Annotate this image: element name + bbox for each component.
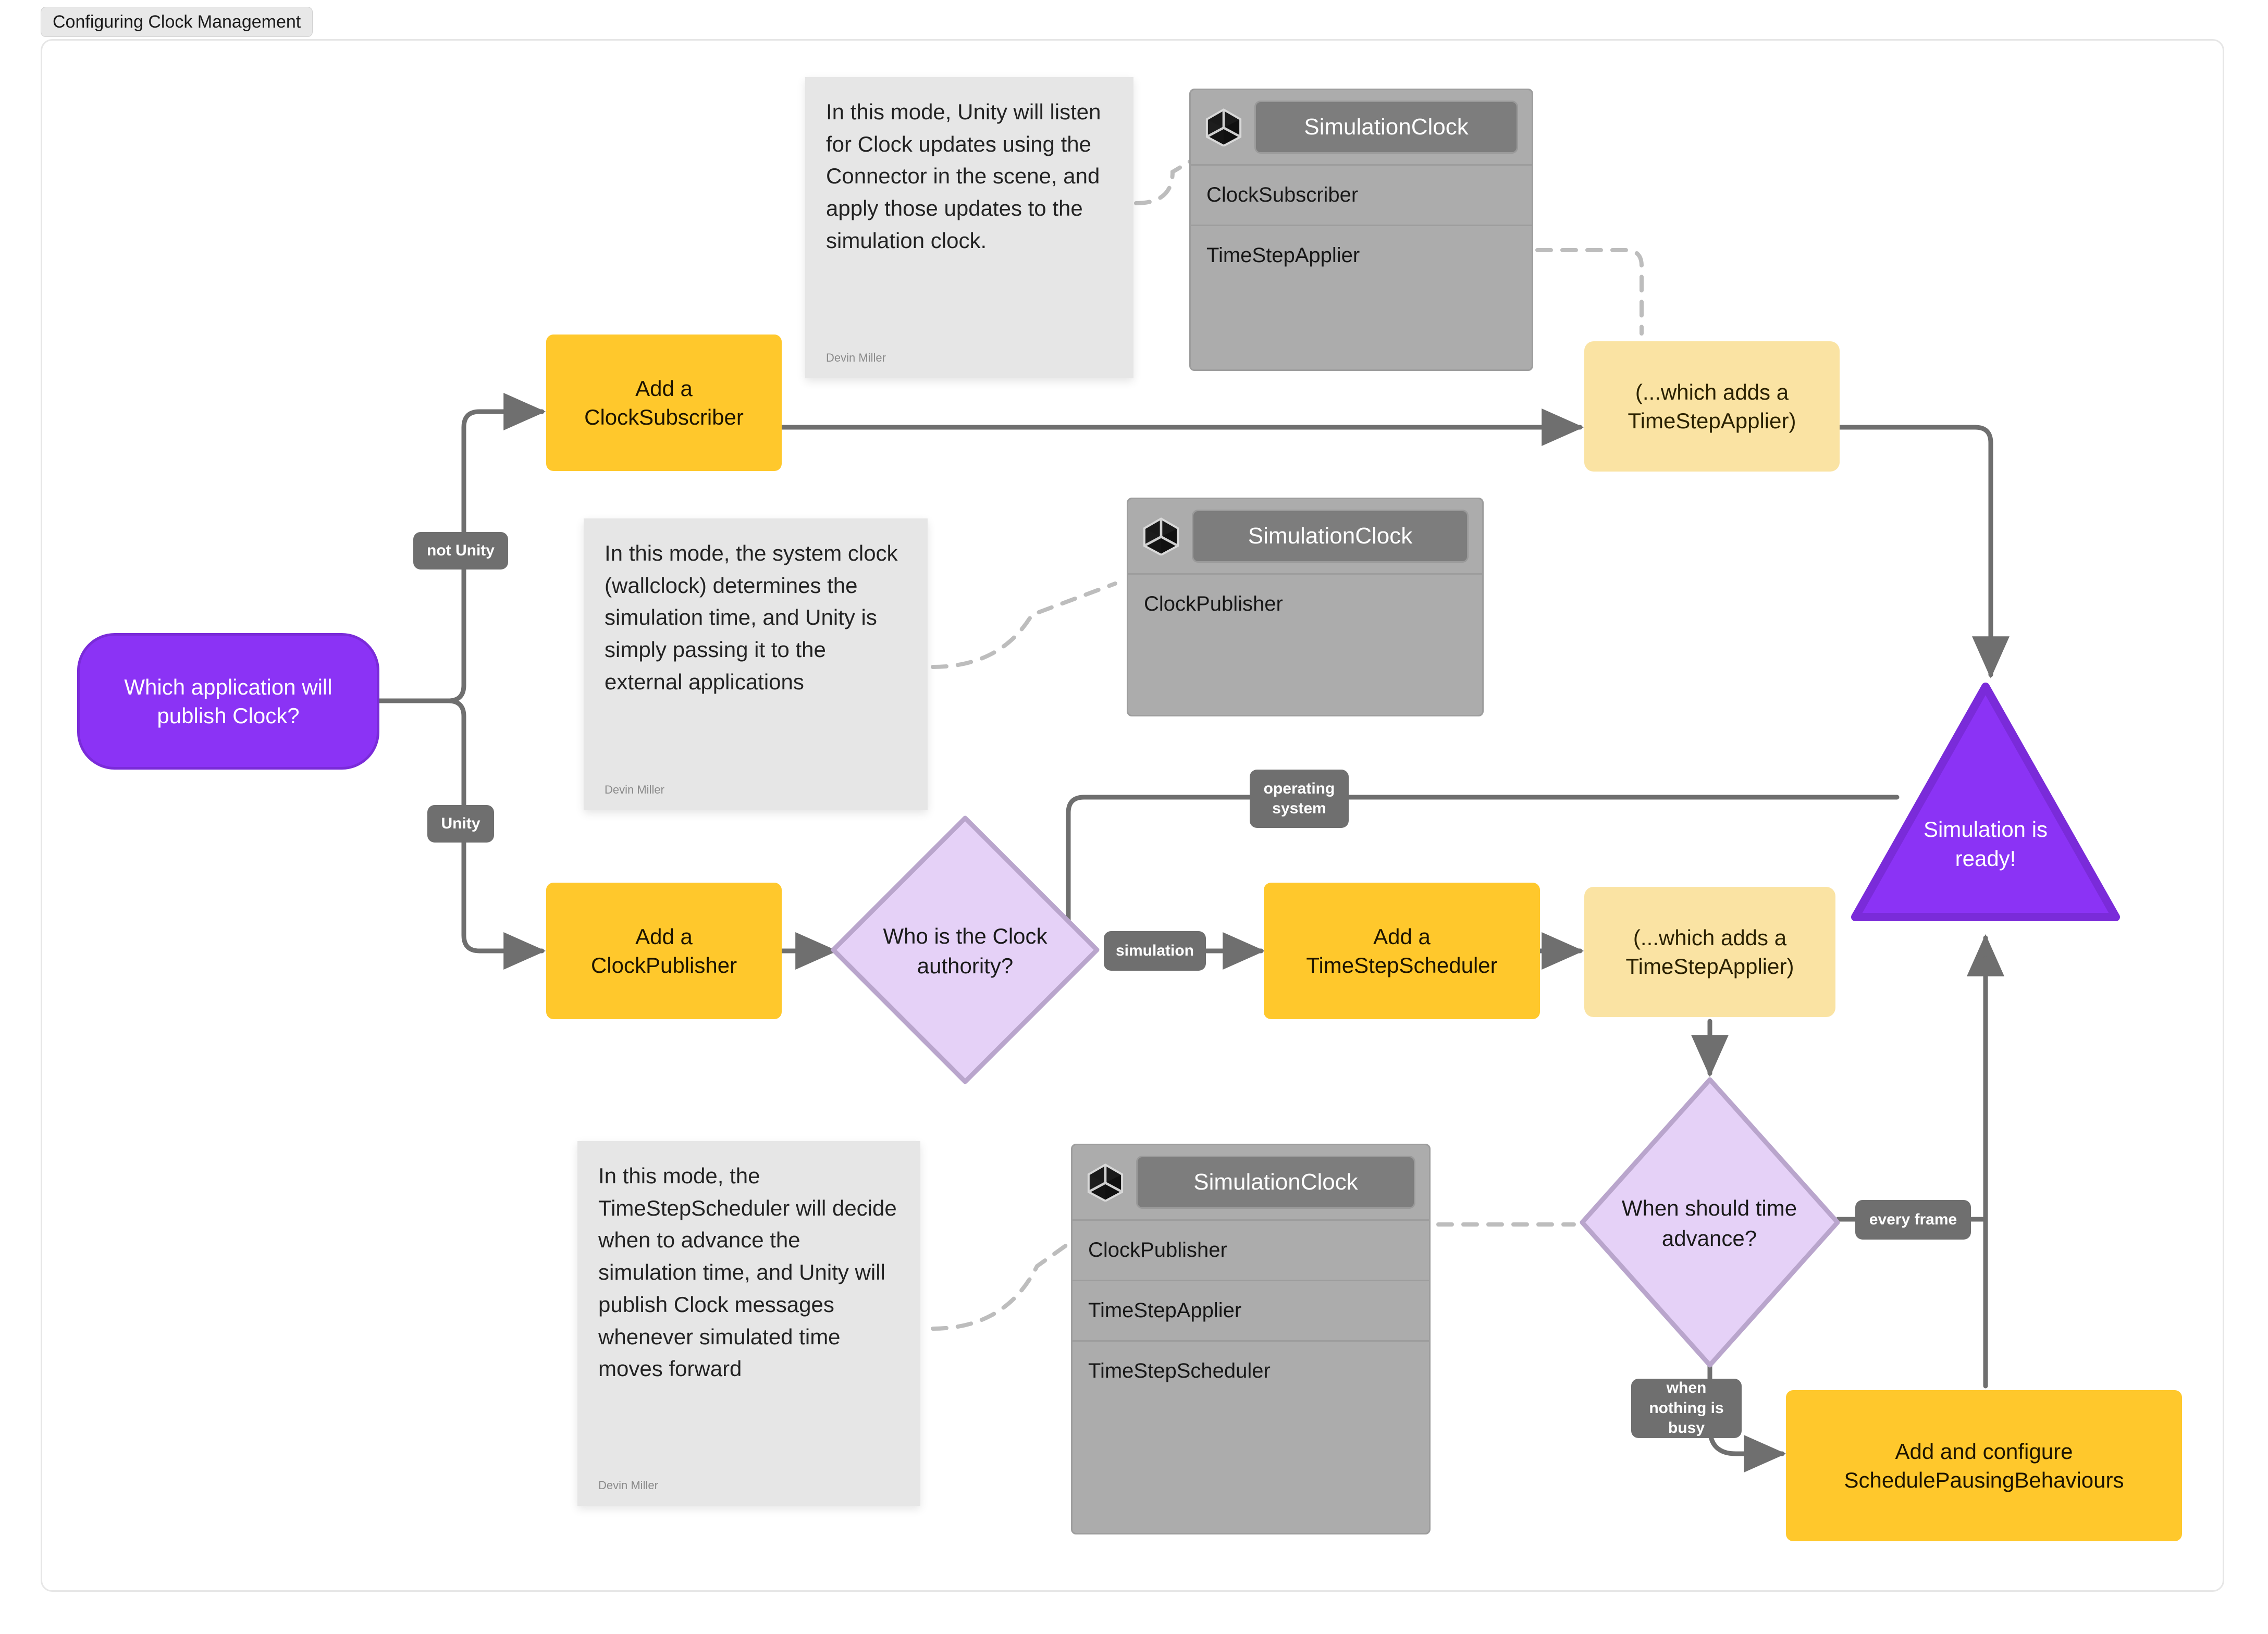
node-add-clockpublisher[interactable]: Add a ClockPublisher xyxy=(546,883,782,1019)
card-header: SimulationClock xyxy=(1128,499,1482,575)
node-simulation-ready[interactable]: Simulation is ready! xyxy=(1923,816,2048,871)
sticky-note-author: Devin Miller xyxy=(826,351,886,364)
edge-label-every-frame[interactable]: every frame xyxy=(1855,1200,1971,1240)
card-title: SimulationClock xyxy=(1254,101,1518,154)
node-start-which-application[interactable]: Which application will publish Clock? xyxy=(77,633,379,770)
unity-cube-icon xyxy=(1086,1163,1125,1203)
edge-label-unity[interactable]: Unity xyxy=(427,805,494,843)
component-card-full-stack[interactable]: SimulationClock ClockPublisher TimeStepA… xyxy=(1071,1144,1431,1534)
card-header: SimulationClock xyxy=(1191,90,1532,166)
sticky-note-wallclock-mode[interactable]: In this mode, the system clock (wallcloc… xyxy=(584,518,928,810)
node-add-clocksubscriber[interactable]: Add a ClockSubscriber xyxy=(546,335,782,471)
card-title: SimulationClock xyxy=(1192,510,1469,563)
node-add-timestepscheduler[interactable]: Add a TimeStepScheduler xyxy=(1264,883,1540,1019)
sticky-note-text: In this mode, Unity will listen for Cloc… xyxy=(826,100,1101,253)
edge-label-operating-system[interactable]: operating system xyxy=(1250,770,1349,828)
unity-cube-icon xyxy=(1204,108,1243,147)
component-card-clockpublisher[interactable]: SimulationClock ClockPublisher xyxy=(1127,498,1484,716)
card-row[interactable]: ClockPublisher xyxy=(1073,1221,1429,1281)
unity-cube-icon xyxy=(1142,517,1180,556)
card-title: SimulationClock xyxy=(1136,1156,1415,1209)
card-row[interactable]: ClockSubscriber xyxy=(1191,166,1532,226)
edge-label-simulation[interactable]: simulation xyxy=(1104,931,1206,971)
card-row[interactable]: ClockPublisher xyxy=(1128,575,1482,634)
component-card-clocksubscriber[interactable]: SimulationClock ClockSubscriber TimeStep… xyxy=(1189,89,1533,371)
card-row[interactable]: TimeStepApplier xyxy=(1191,226,1532,285)
card-row[interactable]: TimeStepApplier xyxy=(1073,1281,1429,1342)
node-decision-clock-authority[interactable]: Who is the Clock authority? xyxy=(883,923,1047,978)
node-add-schedulepausingbehaviours[interactable]: Add and configure SchedulePausingBehavio… xyxy=(1786,1390,2182,1541)
sticky-note-author: Devin Miller xyxy=(605,783,664,796)
frame-title-tab[interactable]: Configuring Clock Management xyxy=(41,7,313,37)
edge-label-not-unity[interactable]: not Unity xyxy=(413,532,508,570)
card-header: SimulationClock xyxy=(1073,1145,1429,1221)
node-adds-timestepapplier-bottom[interactable]: (...which adds a TimeStepApplier) xyxy=(1584,887,1835,1017)
sticky-note-text: In this mode, the TimeStepScheduler will… xyxy=(598,1163,897,1381)
sticky-note-author: Devin Miller xyxy=(598,1479,658,1492)
sticky-note-timestepscheduler-mode[interactable]: In this mode, the TimeStepScheduler will… xyxy=(577,1141,920,1506)
sticky-note-clocksubscriber-mode[interactable]: In this mode, Unity will listen for Cloc… xyxy=(805,77,1133,378)
sticky-note-text: In this mode, the system clock (wallcloc… xyxy=(605,541,898,694)
edge-label-when-nothing-is-busy[interactable]: when nothing is busy xyxy=(1631,1379,1742,1438)
card-row[interactable]: TimeStepScheduler xyxy=(1073,1342,1429,1401)
node-adds-timestepapplier-top[interactable]: (...which adds a TimeStepApplier) xyxy=(1584,341,1840,472)
node-decision-time-advance[interactable]: When should time advance? xyxy=(1621,1196,1797,1251)
